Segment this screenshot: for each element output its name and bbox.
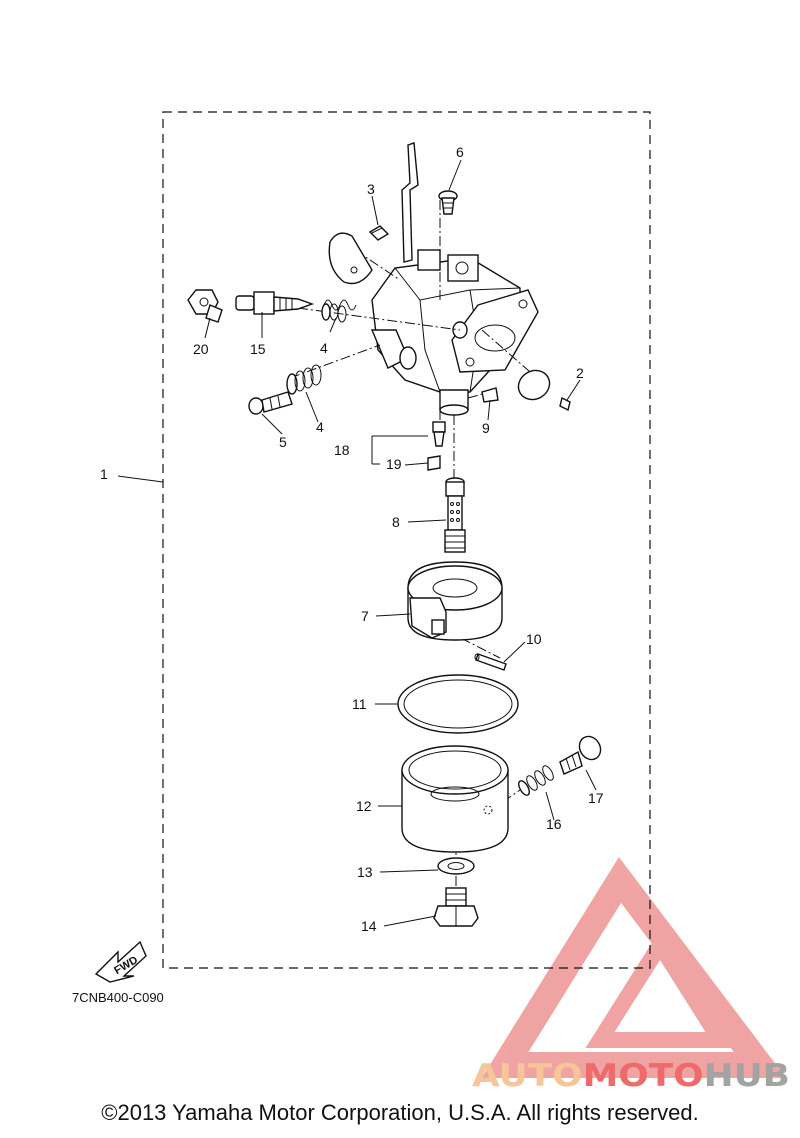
part-4-spring-lower [286,364,322,395]
callout-labels: 1 2 3 4 4 5 6 7 8 9 10 11 12 13 14 15 16… [100,144,604,934]
callout-18: 18 [334,442,350,458]
part-5-screw [248,391,293,415]
fwd-arrow-icon: FWD [94,940,147,983]
callout-15: 15 [250,341,266,357]
callout-5: 5 [279,434,287,450]
part-4-spring-upper [321,299,357,323]
part-16-spring [518,765,554,796]
callout-2: 2 [576,365,584,381]
part-14-bolt [433,887,479,927]
callout-19: 19 [386,456,402,472]
part-13-washer [437,857,475,875]
callout-16: 16 [546,816,562,832]
callout-10: 10 [526,631,542,647]
callout-12: 12 [356,798,372,814]
part-6-screw [438,190,458,215]
callout-11: 11 [352,696,367,712]
callout-14: 14 [361,918,377,934]
callout-13: 13 [357,864,373,880]
callout-6: 6 [456,144,464,160]
part-9-jet [481,387,499,403]
part-11-gasket [397,674,519,734]
assembly-boundary [162,111,651,969]
callout-17: 17 [588,790,604,806]
callout-4-lower: 4 [316,419,324,435]
part-10-pin [474,653,507,671]
part-12-float-bowl [401,745,509,853]
callout-4-upper: 4 [320,340,328,356]
callout-1: 1 [100,466,108,482]
copyright-notice: ©2013 Yamaha Motor Corporation, U.S.A. A… [101,1100,699,1125]
diagram-code: 7CNB400-C090 [72,990,164,1005]
part-2-throttle-valve [517,369,571,412]
part-19-washer [427,455,441,471]
leader-lines [204,159,597,927]
callout-7: 7 [361,608,369,624]
watermark-part1: AUTO [472,1058,583,1094]
watermark-part2: MOTO [583,1058,704,1094]
callout-3: 3 [367,181,375,197]
part-20-cap [187,289,223,323]
part-3-choke-valve [328,225,390,285]
part-8-nozzle [444,477,466,553]
part-7-float [407,561,503,641]
part-18-main-jet [432,421,446,447]
part-15-adjuster [235,291,315,315]
callout-9: 9 [482,420,490,436]
part-17-screw [559,735,602,775]
callout-20: 20 [193,341,209,357]
callout-8: 8 [392,514,400,530]
carburetor-body [370,142,539,416]
watermark-logo [481,857,787,1078]
watermark-part3: HUB [704,1058,790,1094]
